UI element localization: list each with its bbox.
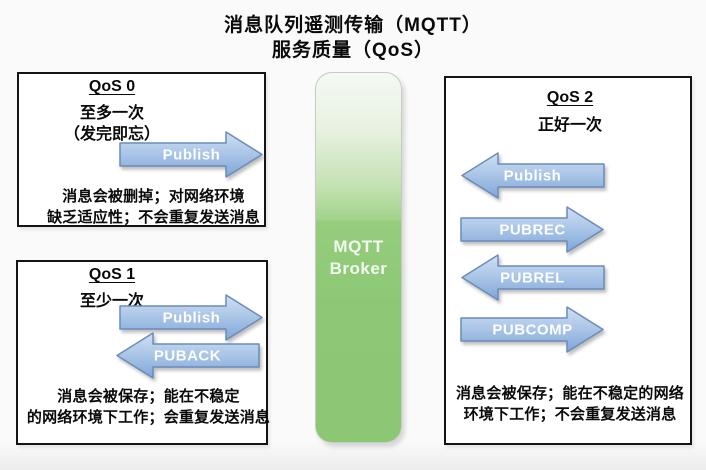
arrow-publish-qos1: Publish	[119, 294, 264, 341]
arrow-pubcomp-qos2: PUBCOMP	[460, 306, 605, 353]
qos0-box: QoS 0 至多一次 （发完即忘） Publish 消息会被删掉；对网络环境 缺…	[17, 72, 266, 227]
arrow-label: PUBREL	[500, 269, 565, 286]
qos1-desc-line2: 的网络环境下工作；会重复发送消息	[26, 409, 271, 426]
qos2-heading: QoS 2	[546, 89, 594, 106]
arrow-label: Publish	[162, 309, 221, 326]
arrow-pubrec-qos2: PUBREC	[460, 206, 605, 253]
arrow-label: Publish	[503, 167, 562, 184]
arrow-left-icon	[461, 152, 605, 199]
arrow-right-icon	[119, 294, 263, 341]
qos0-description: 消息会被删掉；对网络环境 缺乏适应性；不会重复发送消息	[31, 186, 276, 228]
arrow-right-icon	[460, 206, 604, 253]
broker-name-line2: Broker	[329, 258, 388, 278]
qos0-heading: QoS 0	[88, 78, 136, 95]
arrow-pubrel-qos2: PUBREL	[460, 254, 605, 301]
qos1-heading: QoS 1	[88, 266, 136, 283]
page-title: 消息队列遥测传输（MQTT）	[224, 15, 482, 36]
qos2-box: QoS 2 正好一次 Publish PUBREC PUBREL PUBCOMP	[444, 76, 692, 445]
mqtt-broker-node: MQTT Broker	[315, 72, 402, 443]
qos2-desc-line1: 消息会被保存；能在不稳定的网络	[455, 385, 684, 402]
arrow-label: PUBCOMP	[492, 321, 573, 338]
qos2-level-label: 正好一次	[537, 117, 602, 134]
arrow-left-icon	[116, 332, 260, 379]
qos0-desc-line2: 缺乏适应性；不会重复发送消息	[47, 209, 260, 226]
page-subtitle: 服务质量（QoS）	[271, 40, 435, 61]
qos1-box: QoS 1 至少一次 Publish PUBACK 消息会被保存；能在不稳定 的…	[16, 260, 271, 445]
arrow-label: PUBACK	[153, 347, 222, 364]
arrow-right-icon	[460, 306, 604, 353]
broker-name-line1: MQTT	[333, 236, 384, 256]
arrow-label: Publish	[162, 146, 221, 163]
qos2-desc-line2: 环境下工作；不会重复发送消息	[463, 406, 677, 423]
qos1-description: 消息会被保存；能在不稳定 的网络环境下工作；会重复发送消息	[26, 386, 271, 428]
arrow-publish-qos0: Publish	[119, 131, 264, 178]
arrow-publish-qos2: Publish	[460, 152, 605, 199]
arrow-left-icon	[461, 254, 605, 301]
arrow-label: PUBREC	[499, 221, 566, 238]
mqtt-broker-label: MQTT Broker	[316, 236, 401, 280]
qos0-level-label: 至多一次	[79, 105, 144, 122]
qos1-desc-line1: 消息会被保存；能在不稳定	[57, 388, 240, 405]
qos0-desc-line1: 消息会被删掉；对网络环境	[62, 188, 245, 205]
arrow-puback-qos1: PUBACK	[115, 332, 260, 379]
qos0-note-label: （发完即忘）	[63, 126, 160, 143]
qos2-description: 消息会被保存；能在不稳定的网络 环境下工作；不会重复发送消息	[446, 383, 694, 425]
arrow-right-icon	[119, 131, 263, 178]
